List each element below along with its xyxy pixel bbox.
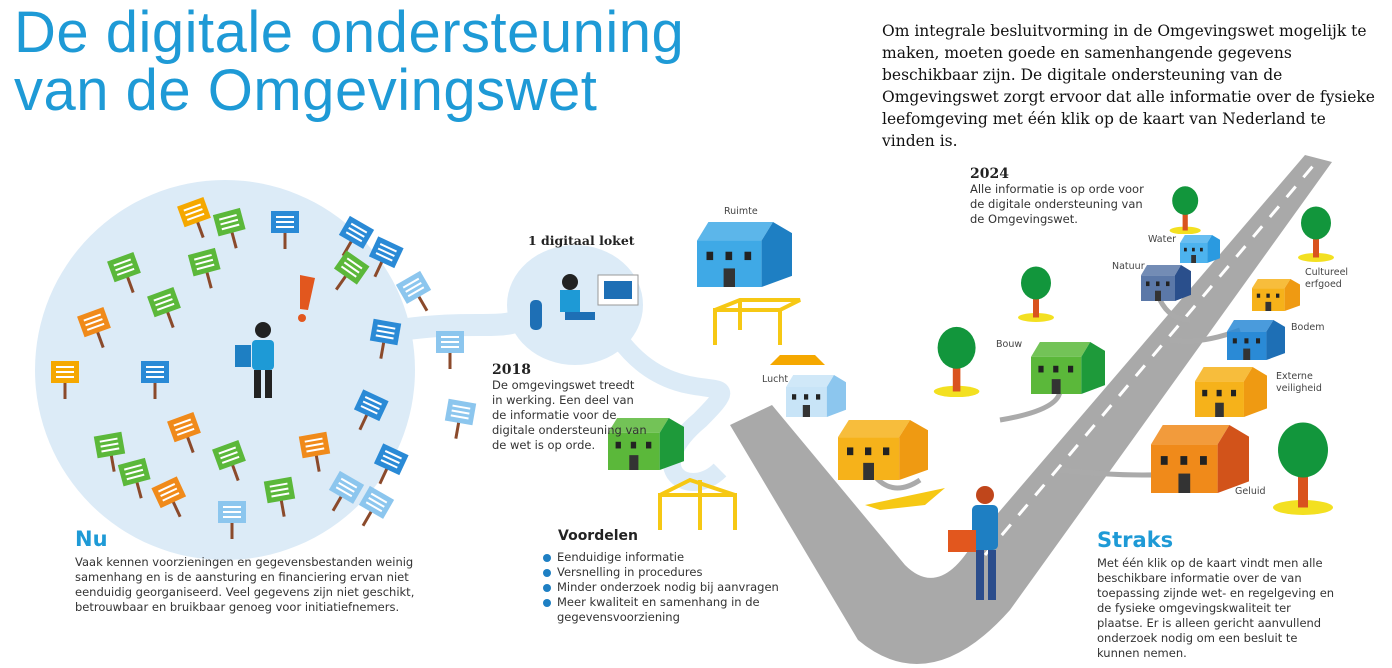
section-2024: 2024 Alle informatie is op orde voor de … [970,166,1155,227]
house-bouw [1031,342,1105,394]
straks-section: Straks Met één klik op de kaart vindt me… [1097,528,1337,661]
document-sign-icon [117,457,151,499]
house-natuur [1141,265,1191,301]
digitaal-loket-label: 1 digitaal loket [528,233,635,248]
label-bodem: Bodem [1291,322,1325,333]
computer-user-figure [530,274,639,330]
document-sign-icon [373,443,409,485]
scaffold-structures [658,298,801,530]
document-sign-icon [333,250,370,291]
label-ruimte: Ruimte [724,206,758,217]
document-sign-icon [444,398,477,439]
page-title: De digitale ondersteuning van de Omgevin… [14,4,684,120]
label-natuur: Natuur [1112,261,1145,272]
document-sign-icon [328,470,365,512]
label-bouw: Bouw [996,339,1023,350]
list-item: Versnelling in procedures [543,565,803,580]
document-sign-icon [358,485,395,527]
section-2018: 2018 De omgevingswet treedt in werking. … [492,362,662,453]
tree-icon [1015,265,1057,326]
document-sign-icon [141,361,169,399]
label-water: Water [1148,234,1177,245]
document-sign-icon [298,431,331,472]
tree-icon [1167,185,1203,238]
document-sign-icon [93,431,126,472]
straks-body: Met één klik op de kaart vindt men alle … [1097,556,1335,660]
voordelen-heading: Voordelen [558,528,638,544]
document-sign-icon [147,287,181,329]
label-geluid: Geluid [1235,486,1266,497]
document-sign-icon [436,331,464,369]
document-sign-icon [353,389,389,431]
title-line-2: van de Omgevingswet [14,58,598,123]
house-bodem [1227,320,1285,360]
document-sign-icon [395,270,432,312]
body-2018: De omgevingswet treedt in werking. Een d… [492,378,647,452]
list-item: Minder onderzoek nodig bij aanvragen [543,580,803,595]
document-sign-icon [77,307,111,349]
document-sign-icon [187,247,221,289]
document-sign-icon [212,440,246,482]
document-sign-icon [263,476,296,517]
year-2024: 2024 [970,166,1009,182]
body-2024: Alle informatie is op orde voor de digit… [970,182,1144,226]
house-water [1180,235,1220,263]
label-externe-veiligheid: Externe veiligheid [1276,371,1322,394]
document-sign-icon [218,501,246,539]
tree-icon [1295,205,1337,266]
year-2018: 2018 [492,362,531,378]
document-sign-icon [271,211,299,249]
nu-body: Vaak kennen voorzieningen en gegevensbes… [75,555,415,614]
document-sign-icon [212,207,246,249]
confused-person-figure [235,275,315,398]
list-item: Eenduidige informatie [543,550,803,565]
house-externe-veiligheid [1195,367,1267,417]
intro-text: Om integrale besluitvorming in de Omgevi… [882,22,1375,150]
voordelen-section: Voordelen Eenduidige informatie Versnell… [543,528,803,625]
nu-heading: Nu [75,527,108,551]
road [730,155,1332,664]
list-item: Meer kwaliteit en samenhang in de gegeve… [543,595,773,625]
house-lucht [786,375,846,417]
document-sign-icon [369,318,402,359]
scattered-documents [51,197,477,539]
road-markings [983,159,1320,556]
tree-icon [930,325,983,401]
label-lucht: Lucht [762,374,789,385]
straks-heading: Straks [1097,528,1174,552]
document-sign-icon [151,476,187,518]
document-sign-icon [177,197,211,239]
label-cultureel-erfgoed: Cultureel erfgoed [1305,267,1349,290]
document-sign-icon [368,236,404,278]
document-sign-icon [107,252,141,294]
tree-icon [1268,420,1338,519]
document-sign-icon [51,361,79,399]
voordelen-list: Eenduidige informatie Versnelling in pro… [543,550,803,625]
house-geluid [1151,425,1249,493]
house-ruimte [697,222,792,287]
nu-section: Nu Vaak kennen voorzieningen en gegevens… [75,527,425,615]
document-sign-icon [338,215,375,257]
house-green-2018 [608,418,684,470]
walking-woman-figure [948,486,998,600]
house-yellow [838,420,928,480]
house-cultureel-erfgoed [1252,279,1300,311]
document-sign-icon [167,412,201,454]
title-line-1: De digitale ondersteuning [14,0,685,65]
